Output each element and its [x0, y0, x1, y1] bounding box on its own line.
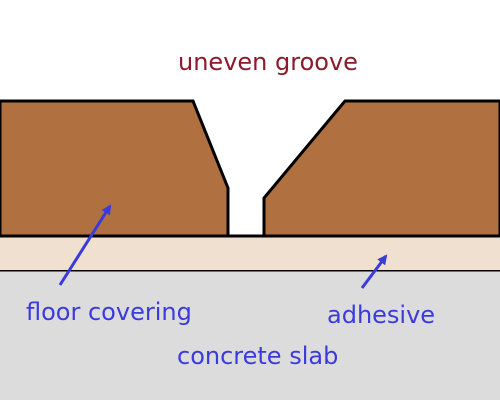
adhesive-arrow	[360, 254, 388, 289]
floor-covering-arrow	[58, 204, 112, 286]
groove-label: uneven groove	[178, 48, 358, 76]
floor-covering-left-board	[0, 99, 230, 238]
floor-covering-right-board	[262, 99, 500, 238]
concrete-slab-label: concrete slab	[177, 342, 338, 370]
floor-covering-label: floor covering	[26, 298, 192, 326]
concrete-slab-layer	[0, 270, 500, 400]
adhesive-layer	[0, 236, 500, 270]
adhesive-label: adhesive	[327, 301, 435, 329]
